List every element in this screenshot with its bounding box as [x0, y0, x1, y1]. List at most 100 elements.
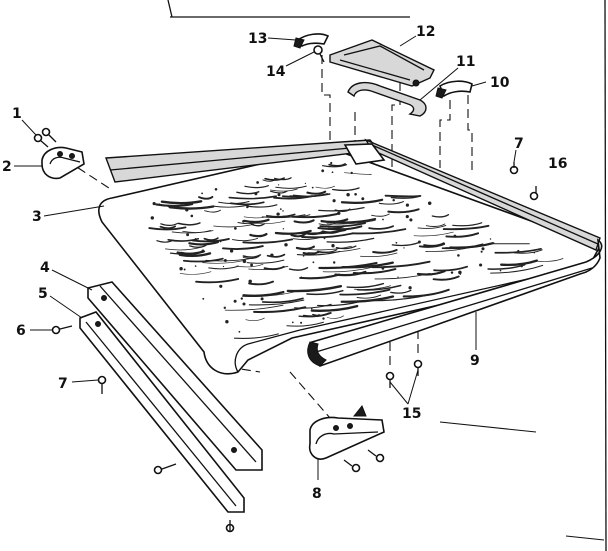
woodgrain-streak: [319, 222, 366, 228]
woodgrain-fleck: [186, 233, 190, 237]
woodgrain-streak: [224, 304, 284, 311]
woodgrain-streak: [423, 242, 445, 247]
woodgrain-streak: [322, 164, 348, 168]
woodgrain-streak: [204, 209, 221, 213]
woodgrain-fleck: [223, 259, 227, 262]
woodgrain-streak: [250, 223, 265, 227]
woodgrain-fleck: [150, 216, 155, 220]
woodgrain-streak: [494, 247, 542, 254]
screw-lower-left: [153, 463, 235, 533]
woodgrain-streak: [344, 172, 372, 175]
woodgrain-fleck: [282, 210, 284, 212]
woodgrain-streak: [242, 254, 262, 258]
callout-3: 3: [32, 209, 42, 225]
woodgrain-fleck: [214, 188, 218, 191]
callout-12: 12: [416, 24, 435, 40]
woodgrain-fleck: [158, 203, 161, 206]
woodgrain-streak: [169, 250, 206, 255]
woodgrain-streak: [290, 233, 306, 238]
woodgrain-fleck: [317, 314, 321, 317]
woodgrain-streak: [243, 215, 272, 219]
woodgrain-streak: [171, 230, 214, 234]
woodgrain-streak: [354, 285, 391, 290]
callout-10: 10: [490, 75, 510, 91]
woodgrain-streak: [306, 190, 327, 195]
woodgrain-streak: [246, 259, 285, 264]
woodgrain-streak: [208, 265, 240, 270]
woodgrain-fleck: [417, 240, 421, 244]
callout-14: 14: [266, 64, 286, 80]
woodgrain-streak: [326, 220, 376, 225]
woodgrain-fleck: [219, 240, 222, 243]
woodgrain-streak: [288, 266, 309, 271]
woodgrain-streak: [295, 245, 315, 251]
woodgrain-streak: [390, 289, 412, 294]
woodgrain-streak: [360, 252, 398, 257]
woodgrain-fleck: [234, 227, 237, 230]
woodgrain-streak: [299, 273, 341, 280]
woodgrain-fleck: [225, 320, 229, 324]
stray-mark: [439, 421, 537, 433]
scan-edge-marks: [167, 0, 607, 551]
woodgrain-fleck: [246, 205, 249, 209]
woodgrain-streak: [335, 245, 357, 250]
woodgrain-streak: [228, 195, 277, 200]
screw-part-14: [313, 45, 325, 63]
woodgrain-streak: [165, 247, 201, 251]
woodgrain-fleck: [248, 279, 252, 284]
woodgrain-streak: [253, 306, 307, 314]
woodgrain-fleck: [201, 192, 204, 195]
woodgrain-streak: [275, 185, 307, 189]
side-bracket-part-4: [87, 281, 263, 471]
woodgrain-streak: [236, 191, 260, 195]
woodgrain-fleck: [270, 190, 272, 193]
table-top-board: [98, 147, 602, 375]
woodgrain-fleck: [312, 261, 315, 264]
woodgrain-streak: [374, 272, 431, 280]
woodgrain-streak: [286, 321, 324, 327]
woodgrain-streak: [248, 280, 274, 286]
woodgrain-streak: [368, 225, 394, 230]
woodgrain-fleck: [457, 254, 460, 257]
woodgrain-streak: [442, 224, 490, 231]
woodgrain-streak: [445, 232, 480, 238]
woodgrain-streak: [328, 163, 346, 167]
callout-11: 11: [456, 54, 475, 70]
woodgrain-streak: [317, 249, 338, 253]
woodgrain-streak: [182, 257, 224, 263]
clip-part-10: [435, 80, 473, 99]
woodgrain-streak: [148, 226, 187, 231]
woodgrain-fleck: [185, 208, 189, 212]
woodgrain-fleck: [382, 218, 384, 221]
woodgrain-fleck: [480, 250, 483, 253]
woodgrain-streak: [500, 259, 538, 267]
woodgrain-streak: [261, 214, 306, 219]
hinge-plate-part-12: [329, 39, 435, 87]
woodgrain-fleck: [238, 330, 241, 333]
woodgrain-streak: [244, 185, 269, 189]
woodgrain-streak: [307, 248, 361, 254]
woodgrain-streak: [302, 250, 320, 256]
woodgrain-fleck: [270, 253, 274, 257]
callout-6: 6: [16, 323, 26, 339]
woodgrain-fleck: [332, 261, 336, 264]
woodgrain-streak: [318, 261, 378, 270]
woodgrain-streak: [233, 333, 279, 339]
woodgrain-streak: [213, 223, 255, 228]
woodgrain-streak: [266, 253, 286, 258]
woodgrain-fleck: [279, 208, 282, 211]
callout-7-left: 7: [58, 376, 68, 392]
woodgrain-streak: [384, 194, 422, 198]
woodgrain-fleck: [256, 181, 259, 184]
woodgrain-fleck: [332, 199, 336, 203]
woodgrain-fleck: [337, 211, 341, 215]
woodgrain-streak: [189, 244, 207, 248]
woodgrain-fleck: [276, 212, 280, 216]
woodgrain-streak: [242, 255, 260, 259]
woodgrain-texture: [148, 161, 564, 339]
woodgrain-streak: [298, 229, 347, 235]
woodgrain-streak: [160, 200, 203, 205]
callout-7-right: 7: [514, 136, 524, 152]
